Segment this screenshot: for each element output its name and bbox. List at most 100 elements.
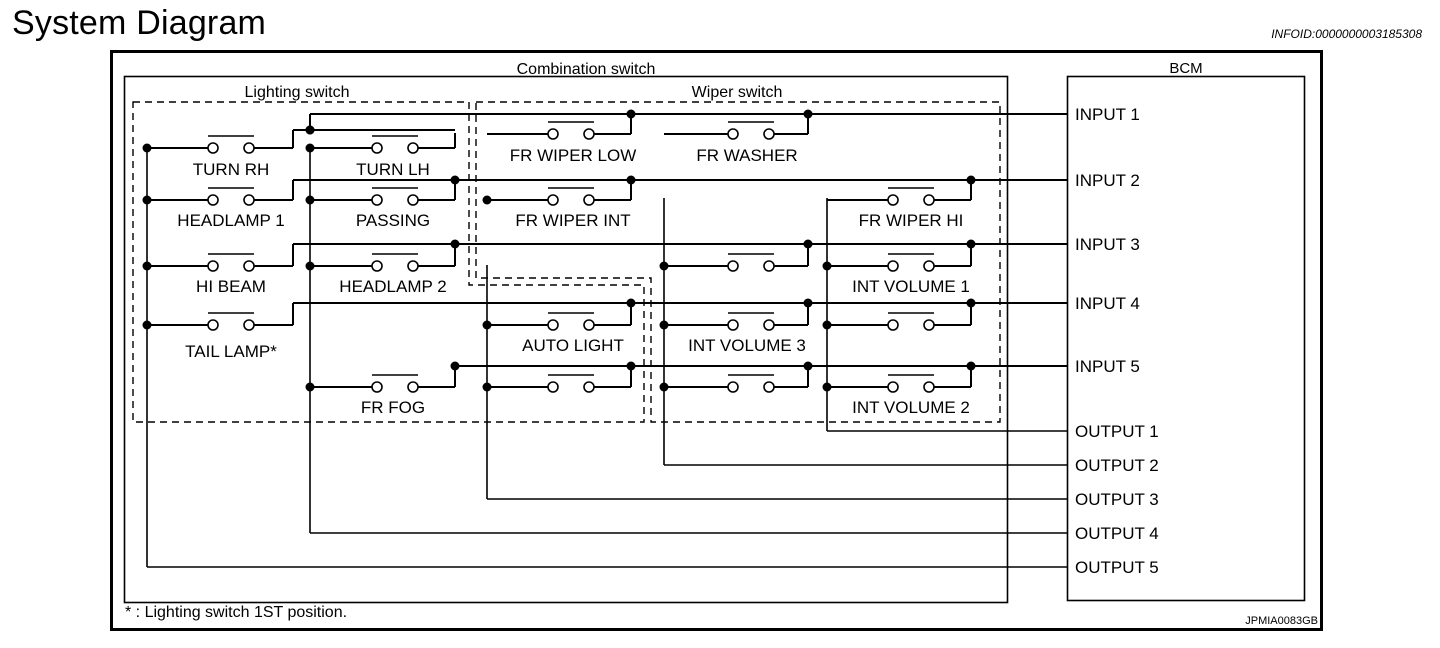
switch-label: TURN LH bbox=[356, 160, 430, 179]
junction-dot bbox=[142, 195, 152, 205]
figure-id: JPMIA0083GB bbox=[1245, 615, 1318, 627]
junction-dot bbox=[450, 361, 460, 371]
frames bbox=[110, 50, 1323, 631]
junction-dot bbox=[803, 239, 813, 249]
bcm-input-label: INPUT 5 bbox=[1075, 357, 1140, 376]
switch-label: FR WIPER HI bbox=[859, 211, 964, 230]
switch-contact-icon bbox=[407, 194, 419, 206]
switch-contact-icon bbox=[727, 381, 739, 393]
switch-label: HEADLAMP 1 bbox=[177, 211, 284, 230]
switch-label: PASSING bbox=[356, 211, 430, 230]
switch-contact-icon bbox=[583, 128, 595, 140]
junction-dot bbox=[822, 382, 832, 392]
switch-contact-icon bbox=[407, 260, 419, 272]
bcm-label: BCM bbox=[1169, 60, 1202, 77]
junction-dot bbox=[142, 261, 152, 271]
junction-dot bbox=[142, 320, 152, 330]
switch-contact-icon bbox=[371, 381, 383, 393]
junction-dot bbox=[450, 239, 460, 249]
switch-contact-icon bbox=[763, 128, 775, 140]
switch-label: FR WIPER INT bbox=[515, 211, 630, 230]
switch-contact-icon bbox=[243, 142, 255, 154]
junction-dot bbox=[626, 361, 636, 371]
switch-contact-icon bbox=[887, 194, 899, 206]
switch-contact-icon bbox=[371, 260, 383, 272]
switch-label: TAIL LAMP* bbox=[185, 342, 277, 361]
switch-contact-icon bbox=[243, 319, 255, 331]
junction-dot bbox=[803, 361, 813, 371]
bcm-input-label: INPUT 4 bbox=[1075, 294, 1140, 313]
switch-contact-icon bbox=[583, 194, 595, 206]
switch-contact-icon bbox=[583, 381, 595, 393]
junction-dot bbox=[626, 298, 636, 308]
combination-switch-label: Combination switch bbox=[517, 61, 656, 78]
switch-contact-icon bbox=[207, 319, 219, 331]
switch-contact-icon bbox=[887, 319, 899, 331]
bcm-output-label: OUTPUT 5 bbox=[1075, 558, 1159, 577]
bcm-output-label: OUTPUT 2 bbox=[1075, 456, 1159, 475]
switch-contact-icon bbox=[547, 381, 559, 393]
switch-label: INT VOLUME 1 bbox=[852, 277, 970, 296]
switch-contact-icon bbox=[547, 128, 559, 140]
switch-contact-icon bbox=[583, 319, 595, 331]
switch-label: FR FOG bbox=[361, 398, 425, 417]
switch-label: AUTO LIGHT bbox=[522, 336, 624, 355]
switch-label: HI BEAM bbox=[196, 277, 266, 296]
junction-dot bbox=[659, 382, 669, 392]
junction-dot bbox=[482, 320, 492, 330]
switch-contact-icon bbox=[547, 194, 559, 206]
switch-label: INT VOLUME 3 bbox=[688, 336, 806, 355]
wiper-switch-region bbox=[475, 101, 1001, 423]
switch-label: FR WASHER bbox=[696, 146, 797, 165]
junction-dot bbox=[966, 298, 976, 308]
outer-frame bbox=[110, 50, 1323, 631]
junction-dot bbox=[659, 261, 669, 271]
info-id: INFOID:0000000003185308 bbox=[1271, 27, 1422, 41]
junction-dot bbox=[482, 382, 492, 392]
switch-label: INT VOLUME 2 bbox=[852, 398, 970, 417]
bcm-input-label: INPUT 3 bbox=[1075, 235, 1140, 254]
switch-contact-icon bbox=[243, 260, 255, 272]
switch-contact-icon bbox=[727, 319, 739, 331]
junction-dot bbox=[966, 239, 976, 249]
footnote: * : Lighting switch 1ST position. bbox=[125, 604, 347, 621]
lighting-switch-region bbox=[132, 101, 645, 423]
junction-dot bbox=[482, 195, 492, 205]
lighting-switch-label: Lighting switch bbox=[245, 84, 350, 101]
page-title: System Diagram bbox=[12, 4, 267, 42]
wiper-switch-label: Wiper switch bbox=[692, 84, 783, 101]
bcm-input-label: INPUT 1 bbox=[1075, 105, 1140, 124]
junction-dot bbox=[966, 361, 976, 371]
junction-dot bbox=[966, 175, 976, 185]
switch-label: TURN RH bbox=[193, 160, 270, 179]
junction-dot bbox=[305, 195, 315, 205]
switch-contact-icon bbox=[407, 381, 419, 393]
switch-contact-icon bbox=[371, 142, 383, 154]
switch-label: FR WIPER LOW bbox=[510, 146, 637, 165]
junction-dot bbox=[305, 143, 315, 153]
switch-contact-icon bbox=[243, 194, 255, 206]
switch-contact-icon bbox=[547, 319, 559, 331]
combination-switch-box bbox=[123, 75, 1009, 604]
switch-contact-icon bbox=[763, 319, 775, 331]
junction-dot bbox=[822, 261, 832, 271]
switch-contact-icon bbox=[207, 194, 219, 206]
junction-dot bbox=[803, 298, 813, 308]
switch-contact-icon bbox=[727, 260, 739, 272]
bcm-output-label: OUTPUT 1 bbox=[1075, 422, 1159, 441]
bcm-output-label: OUTPUT 4 bbox=[1075, 524, 1159, 543]
switch-contact-icon bbox=[407, 142, 419, 154]
switch-contact-icon bbox=[887, 260, 899, 272]
switch-contact-icon bbox=[923, 319, 935, 331]
switch-contact-icon bbox=[207, 142, 219, 154]
bcm-input-label: INPUT 2 bbox=[1075, 171, 1140, 190]
switch-contact-icon bbox=[923, 381, 935, 393]
switch-contact-icon bbox=[763, 381, 775, 393]
junction-dot bbox=[305, 382, 315, 392]
junction-dot bbox=[626, 109, 636, 119]
junction-dot bbox=[305, 261, 315, 271]
switch-contact-icon bbox=[727, 128, 739, 140]
junction-dot bbox=[822, 320, 832, 330]
bcm-box bbox=[1066, 75, 1306, 602]
junction-dot bbox=[659, 320, 669, 330]
